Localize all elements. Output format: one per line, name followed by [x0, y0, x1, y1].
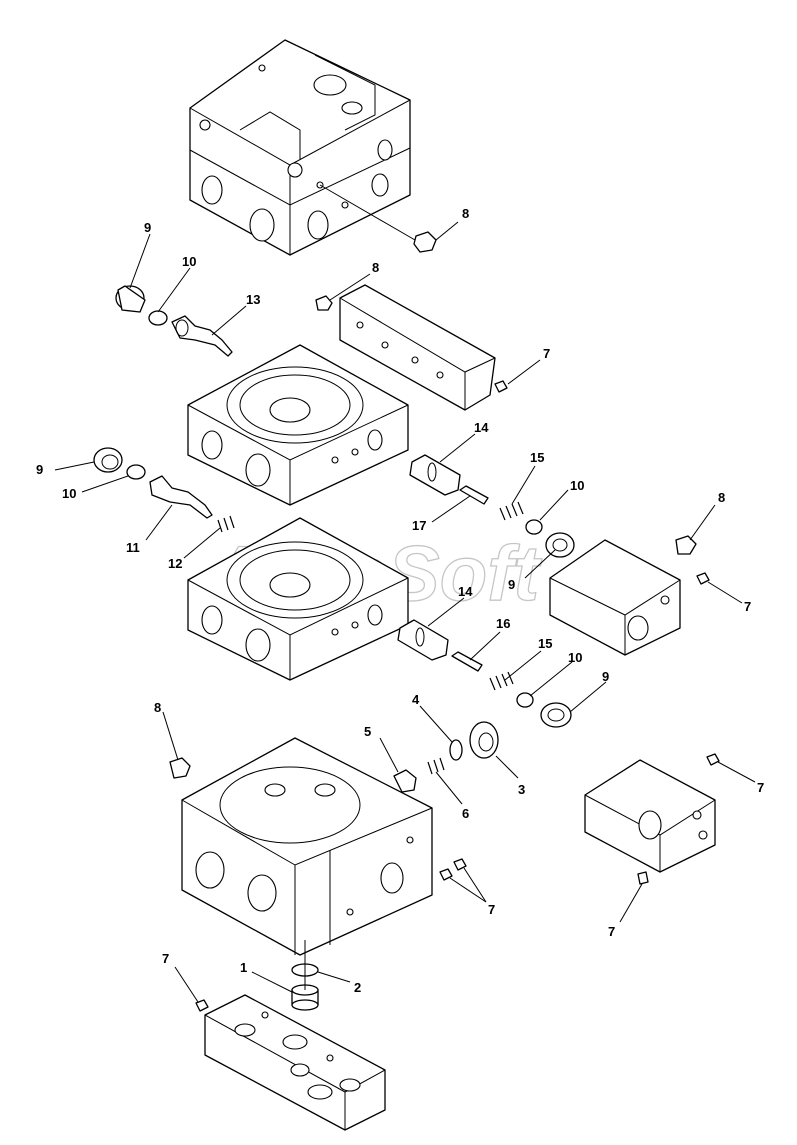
top-valve-housing: [189, 39, 411, 256]
bottom-valve-housing: [181, 737, 433, 956]
spool-part-14-lower: [397, 619, 449, 661]
o-ring-part-10-left: [126, 464, 146, 480]
middle-section-upper: [187, 344, 409, 506]
screw-part-7-right-lower-bottom: [637, 871, 649, 885]
screw-part-7-plate: [195, 999, 209, 1012]
plug-part-8-bottom: [169, 757, 191, 779]
callout-7a: 7: [543, 346, 550, 361]
callout-2: 2: [354, 980, 361, 995]
spool-part-14-upper: [409, 454, 461, 496]
callout-8c: 8: [718, 490, 725, 505]
callout-6: 6: [462, 806, 469, 821]
callout-7e: 7: [608, 924, 615, 939]
pin-part-16: [451, 651, 483, 672]
callout-4: 4: [412, 692, 420, 707]
leader-lines: [54, 221, 756, 1003]
callout-9c: 9: [508, 577, 515, 592]
callout-10c: 10: [570, 478, 584, 493]
callout-9a: 9: [144, 220, 151, 235]
callout-8b: 8: [372, 260, 379, 275]
o-ring-part-4: [449, 739, 463, 761]
callout-7c: 7: [757, 780, 764, 795]
o-ring-part-10-lower: [516, 692, 534, 708]
valve-part-13: [171, 315, 233, 357]
callout-9b: 9: [36, 462, 43, 477]
callout-3: 3: [518, 782, 525, 797]
spring-part-15-upper: [499, 501, 524, 521]
poppet-part-5: [393, 769, 417, 793]
pin-part-17: [459, 485, 489, 505]
plug-part-8-top: [413, 231, 437, 253]
plug-part-9-left: [93, 447, 123, 473]
callout-13: 13: [246, 292, 260, 307]
spring-part-12: [217, 515, 235, 533]
screw-part-7-right-lower-top: [706, 753, 720, 766]
callout-7d: 7: [488, 902, 495, 917]
callout-7b: 7: [744, 599, 751, 614]
spring-part-15-lower: [489, 671, 514, 691]
middle-section-lower: [187, 517, 409, 681]
callout-10d: 10: [568, 650, 582, 665]
callout-17: 17: [412, 518, 426, 533]
callout-14a: 14: [474, 420, 489, 435]
callout-5: 5: [364, 724, 371, 739]
plug-part-9-upper: [115, 285, 146, 313]
right-end-cap-upper: [549, 539, 681, 656]
o-ring-part-10-upper: [148, 310, 168, 326]
cover-bar: [339, 284, 496, 411]
spring-part-6: [427, 757, 445, 775]
callout-8d: 8: [154, 700, 161, 715]
axis-line: [319, 184, 416, 241]
callout-14b: 14: [458, 584, 473, 599]
callout-8a: 8: [462, 206, 469, 221]
screw-part-7-right-upper: [696, 572, 710, 585]
callout-15b: 15: [538, 636, 552, 651]
plug-part-9-mid: [545, 532, 575, 558]
callout-10a: 10: [182, 254, 196, 269]
plug-part-8-right: [675, 535, 697, 555]
callout-10b: 10: [62, 486, 76, 501]
bottom-cover-plate: [204, 994, 386, 1131]
plug-part-1: [291, 984, 319, 1011]
plug-part-3: [469, 721, 499, 759]
right-end-cap-lower: [584, 759, 716, 873]
screw-part-7-bar: [494, 380, 508, 393]
callout-16: 16: [496, 616, 510, 631]
callout-9d: 9: [602, 669, 609, 684]
callout-15a: 15: [530, 450, 544, 465]
plug-part-8-bar: [315, 295, 333, 311]
callout-labels: 8 9 10 13 8 7 14 9 10 15 10 8 17 11 12 9…: [36, 206, 764, 995]
callout-11: 11: [126, 540, 140, 555]
screws-part-7-bottom: [439, 858, 467, 881]
plug-part-9-lower: [540, 702, 572, 728]
callout-12: 12: [168, 556, 182, 571]
callout-7f: 7: [162, 951, 169, 966]
valve-part-11: [149, 475, 213, 519]
callout-1: 1: [240, 960, 247, 975]
o-ring-part-10-mid: [525, 519, 543, 535]
